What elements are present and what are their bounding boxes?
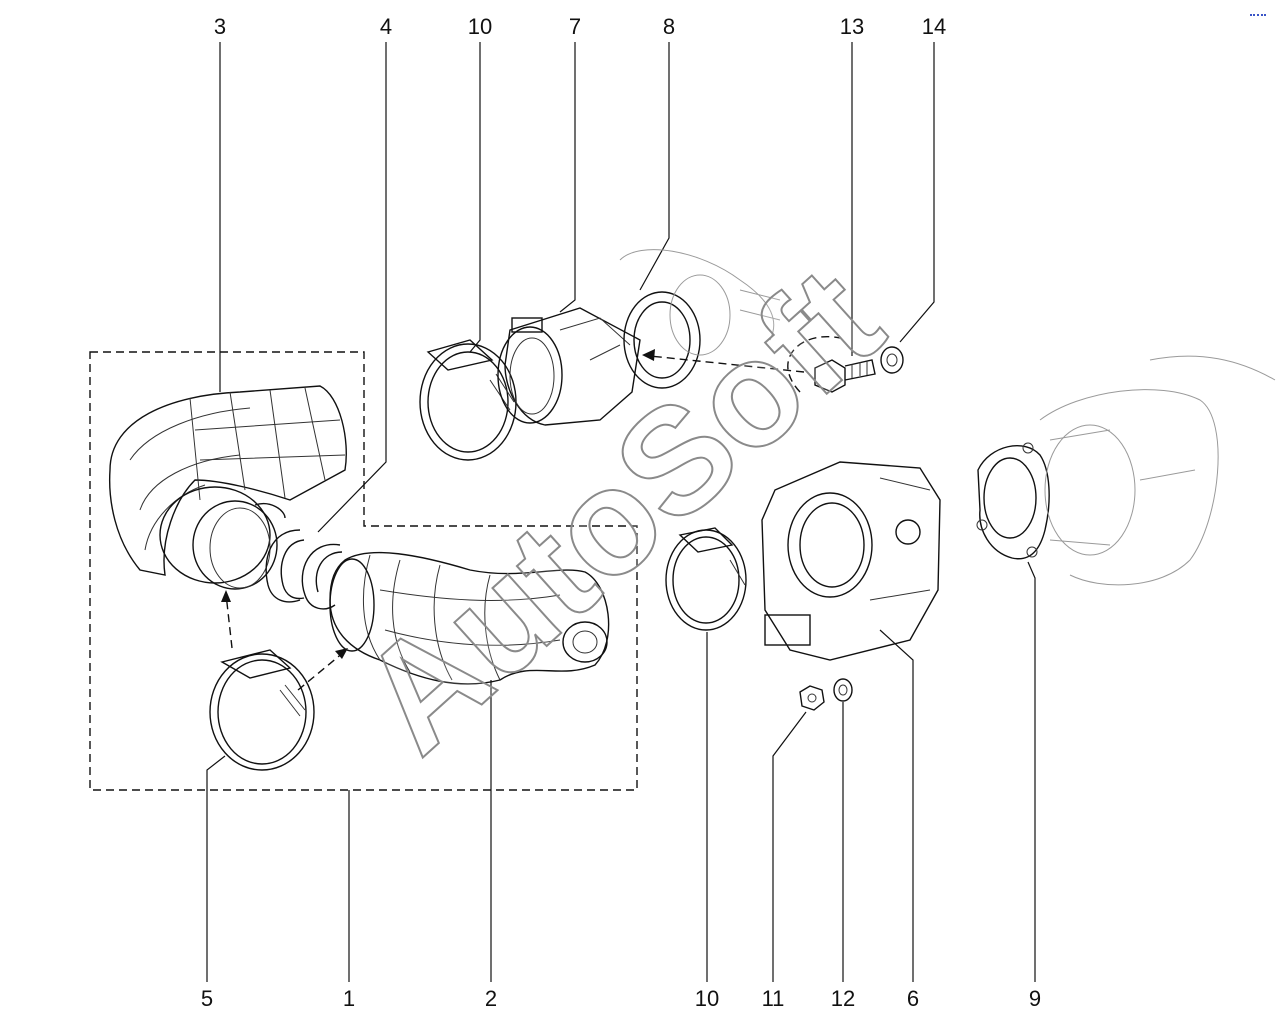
label-part-9: 9 <box>1029 986 1041 1011</box>
part-10-top-clamp <box>419 339 517 461</box>
arrowhead-5-to-2 <box>335 648 348 659</box>
label-part-6: 6 <box>907 986 919 1011</box>
leader-6 <box>879 629 914 982</box>
label-part-8: 8 <box>663 14 675 39</box>
part-10-bottom-clamp <box>665 527 747 631</box>
label-part-2: 2 <box>485 986 497 1011</box>
part-2-intake-hose <box>329 551 610 685</box>
kit-boundary-dashed <box>89 351 638 791</box>
part-8-seal <box>623 291 701 389</box>
label-part-11: 11 <box>762 986 785 1011</box>
part-4-rings <box>265 529 343 610</box>
label-part-3: 3 <box>214 14 226 39</box>
corner-mark-icon <box>1250 4 1266 16</box>
arrow-13-curve <box>787 336 841 393</box>
label-part-13: 13 <box>840 14 864 39</box>
ghost-engine-manifold <box>1039 355 1276 586</box>
ghost-engine-upper <box>619 249 781 356</box>
part-5-hose-clamp <box>209 649 315 771</box>
label-part-5: 5 <box>201 986 213 1011</box>
label-part-1: 1 <box>343 986 355 1011</box>
part-7-airflow-meter <box>497 307 641 426</box>
leader-14 <box>899 42 935 343</box>
top-labels: 3 4 10 7 8 13 14 <box>214 14 946 39</box>
part-9-gasket <box>976 442 1050 560</box>
leader-10-top <box>469 42 481 353</box>
label-part-10-bottom: 10 <box>695 986 719 1011</box>
part-3-elbow-hose <box>108 385 347 590</box>
label-part-14: 14 <box>922 14 946 39</box>
leader-8 <box>639 42 670 291</box>
part-12-washer <box>833 678 853 702</box>
leader-5 <box>206 755 226 982</box>
part-13-bolt <box>814 359 876 393</box>
part-14-washer <box>880 346 904 374</box>
part-6-throttle-body <box>761 461 941 661</box>
arrow-5-to-3 <box>225 593 233 649</box>
leader-7 <box>559 42 576 313</box>
label-part-7: 7 <box>569 14 581 39</box>
label-part-4: 4 <box>380 14 392 39</box>
leader-lines <box>206 42 1036 982</box>
leader-9 <box>1027 561 1036 982</box>
bottom-labels: 5 1 2 10 11 12 6 9 <box>201 986 1041 1011</box>
part-11-nut <box>799 685 825 711</box>
arrow-5-to-2 <box>297 651 345 691</box>
leader-4 <box>317 42 387 533</box>
label-part-10-top: 10 <box>468 14 492 39</box>
leader-11 <box>772 711 807 982</box>
assembly-arrows <box>221 336 841 691</box>
label-part-12: 12 <box>831 986 855 1011</box>
arrowhead-5-to-3 <box>221 590 231 602</box>
arrowhead-13-to-7 <box>642 349 655 361</box>
